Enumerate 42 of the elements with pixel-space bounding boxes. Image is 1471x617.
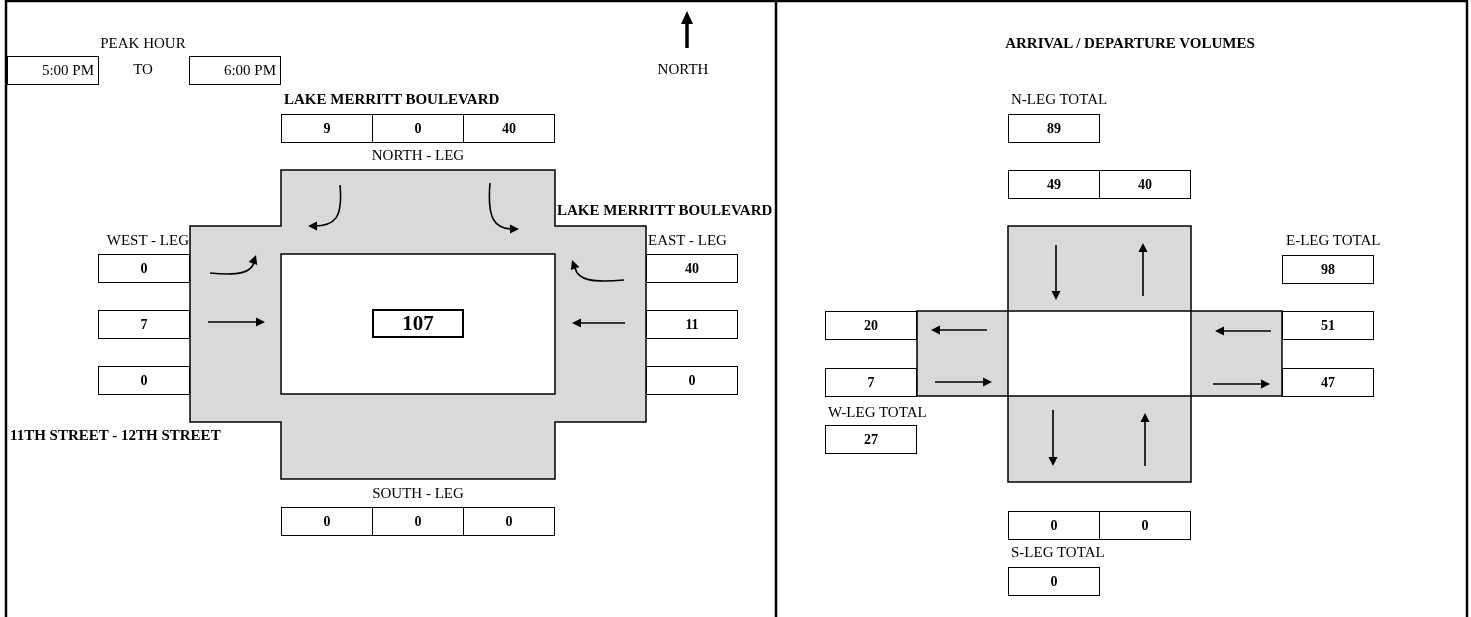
leg-label: W-LEG TOTAL bbox=[828, 405, 927, 420]
leg-label: S-LEG TOTAL bbox=[1011, 545, 1105, 560]
count-box: 40 bbox=[646, 254, 738, 283]
time-field: 6:00 PM bbox=[189, 56, 281, 85]
leg-label: NORTH bbox=[657, 62, 709, 77]
leg-label: WEST - LEG bbox=[106, 233, 189, 248]
count-box: 40 bbox=[1099, 170, 1191, 199]
count-box: 0 bbox=[1008, 567, 1100, 596]
count-box: 89 bbox=[1008, 114, 1100, 143]
leg-label: NORTH - LEG bbox=[371, 148, 465, 163]
total-count-box: 107 bbox=[372, 309, 464, 338]
count-box: 40 bbox=[463, 114, 555, 143]
count-box: 20 bbox=[825, 311, 917, 340]
count-box: 7 bbox=[825, 368, 917, 397]
leg-label: TO bbox=[133, 62, 153, 77]
count-box: 98 bbox=[1282, 255, 1374, 284]
count-box: 0 bbox=[98, 366, 190, 395]
count-box: 0 bbox=[98, 254, 190, 283]
street-name: 11TH STREET - 12TH STREET bbox=[10, 428, 221, 443]
count-box: 0 bbox=[372, 114, 464, 143]
count-box: 0 bbox=[372, 507, 464, 536]
street-name: LAKE MERRITT BOULEVARD bbox=[284, 92, 500, 107]
count-box: 0 bbox=[281, 507, 373, 536]
leg-label: EAST - LEG bbox=[648, 233, 727, 248]
count-box: 27 bbox=[825, 425, 917, 454]
leg-label: SOUTH - LEG bbox=[372, 486, 464, 501]
leg-label: N-LEG TOTAL bbox=[1011, 92, 1108, 107]
time-field: 5:00 PM bbox=[7, 56, 99, 85]
count-box: 7 bbox=[98, 310, 190, 339]
count-box: 9 bbox=[281, 114, 373, 143]
leg-label: E-LEG TOTAL bbox=[1286, 233, 1381, 248]
count-box: 49 bbox=[1008, 170, 1100, 199]
count-box: 0 bbox=[1008, 511, 1100, 540]
count-box: 0 bbox=[1099, 511, 1191, 540]
leg-label: PEAK HOUR bbox=[100, 36, 186, 51]
street-name: ARRIVAL / DEPARTURE VOLUMES bbox=[1005, 36, 1255, 51]
count-box: 0 bbox=[463, 507, 555, 536]
count-box: 11 bbox=[646, 310, 738, 339]
street-name: LAKE MERRITT BOULEVARD bbox=[557, 203, 773, 218]
count-box: 0 bbox=[646, 366, 738, 395]
count-box: 47 bbox=[1282, 368, 1374, 397]
count-box: 51 bbox=[1282, 311, 1374, 340]
